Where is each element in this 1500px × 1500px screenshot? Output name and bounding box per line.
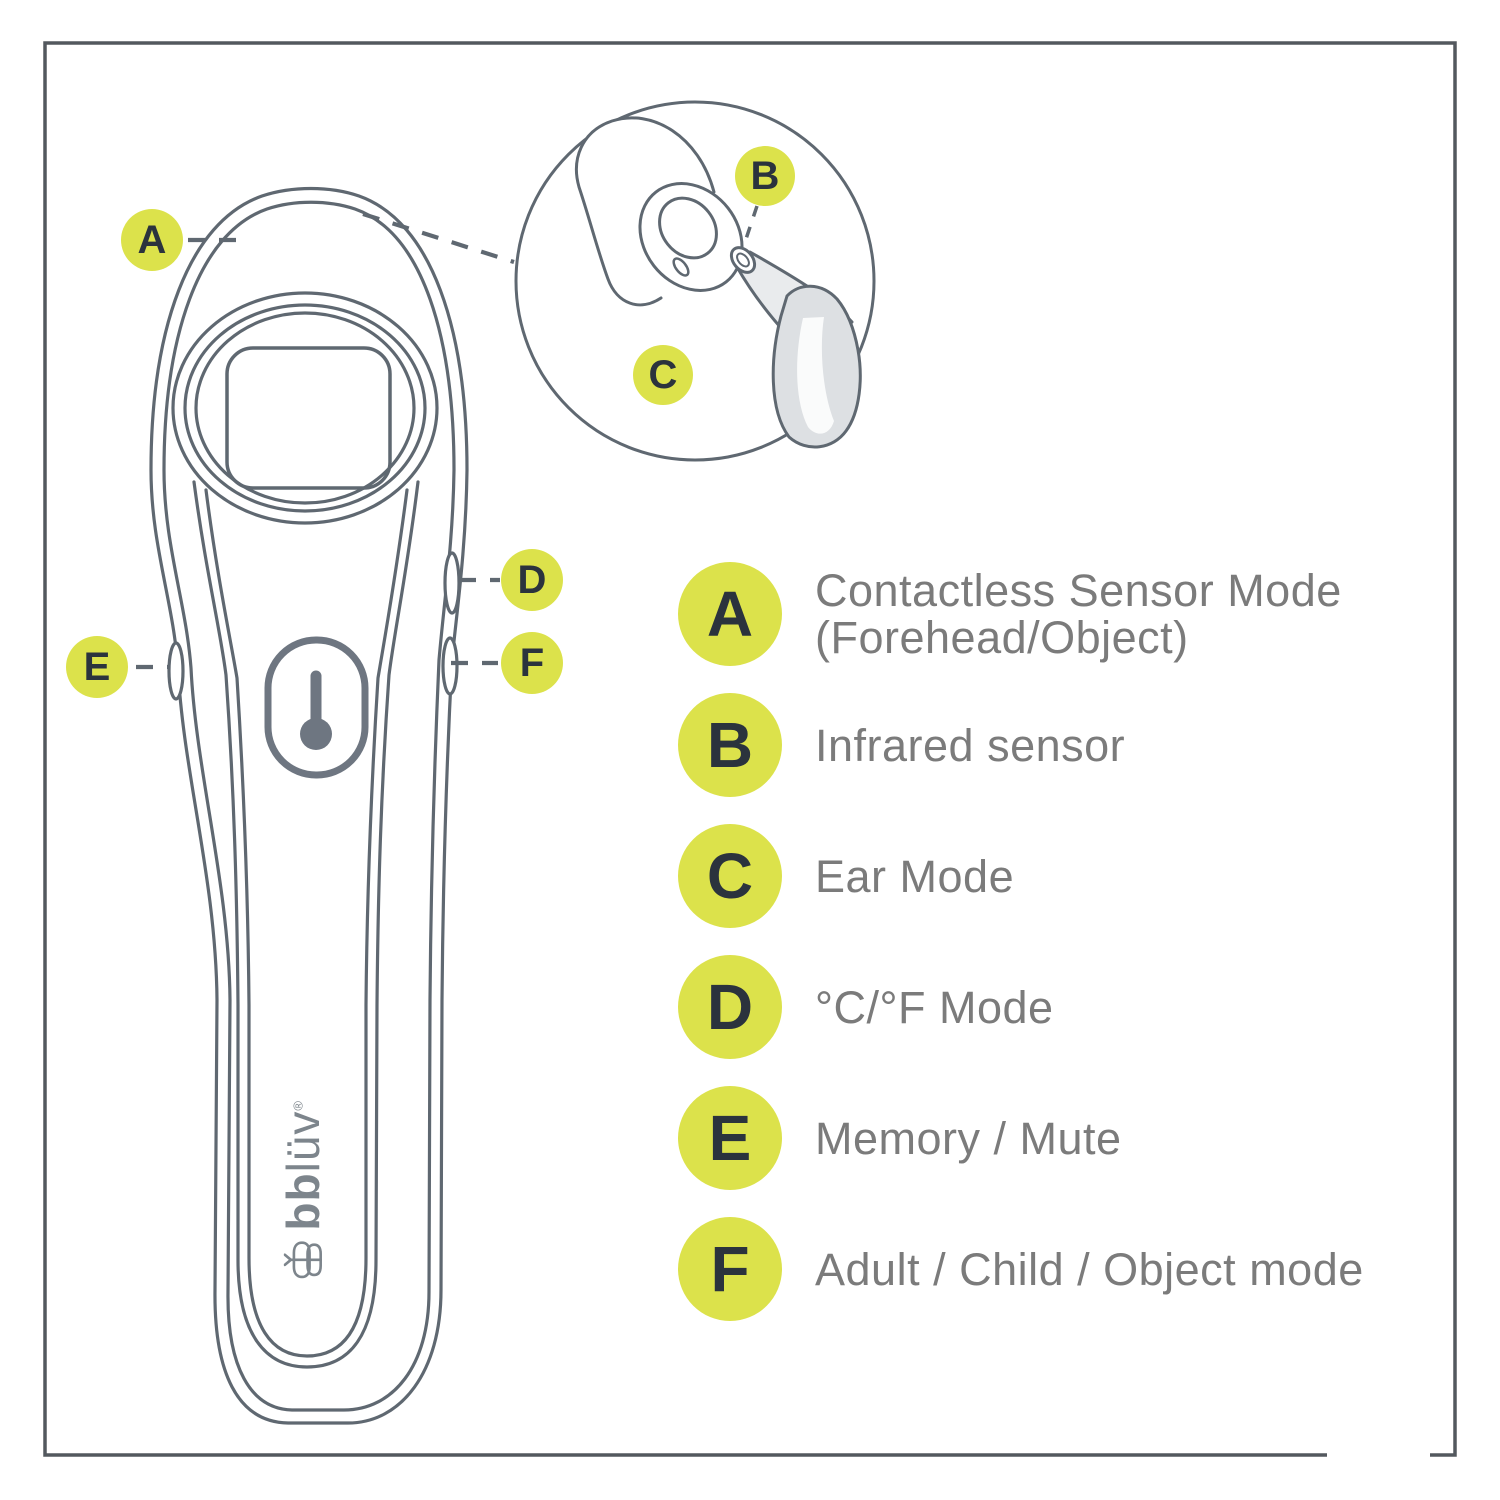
body-inner-outline	[162, 200, 456, 1412]
sensor-ring-3	[194, 311, 416, 505]
device-callout-f: F	[501, 632, 563, 694]
device-callout-a: A	[121, 209, 183, 271]
device-callout-d: D	[501, 549, 563, 611]
device-callout-e-letter: E	[83, 644, 111, 689]
leader-b	[743, 205, 759, 243]
ear-probe	[729, 246, 862, 449]
butterfly-icon	[283, 1240, 323, 1280]
sensor-ring-2	[183, 303, 427, 513]
device-callout-e: E	[66, 636, 128, 698]
leader-lines	[136, 205, 759, 670]
legend-label-f: Adult / Child / Object mode	[815, 1243, 1364, 1295]
legend-label-d: °C/°F Mode	[815, 981, 1054, 1033]
device-callout-d-letter: D	[517, 557, 547, 602]
brand-wordmark: bblüv®	[277, 1100, 329, 1280]
leader-head-to-inset	[362, 211, 515, 265]
device-callout-a-letter: A	[137, 217, 167, 262]
side-button-e	[167, 641, 185, 701]
device-callout-c-letter: C	[648, 352, 678, 397]
legend-item-d: D °C/°F Mode	[678, 952, 1054, 1062]
legend-badge-d: D	[678, 955, 782, 1059]
page-frame	[43, 41, 1457, 1457]
inset-detail	[514, 100, 876, 462]
thermometer-icon	[300, 670, 332, 750]
registered-mark: ®	[290, 1100, 306, 1111]
display-screen	[225, 346, 392, 490]
sensor-ring-1	[171, 291, 439, 525]
legend-item-b: B Infrared sensor	[678, 690, 1125, 800]
legend-item-f: F Adult / Child / Object mode	[678, 1214, 1364, 1324]
brand-name: bblüv®	[277, 1100, 329, 1231]
legend-badge-e: E	[678, 1086, 782, 1190]
protective-cap	[574, 116, 744, 307]
legend-badge-b: B	[678, 693, 782, 797]
legend-label-b: Infrared sensor	[815, 719, 1126, 771]
legend-item-a: A Contactless Sensor Mode (Forehead/Obje…	[678, 559, 1342, 669]
panel-outline-inner	[204, 488, 409, 1358]
legend-label-a: Contactless Sensor Mode (Forehead/Object…	[815, 565, 1342, 663]
device-callout-b: B	[735, 146, 795, 206]
legend-badge-a: A	[678, 562, 782, 666]
legend-label-e: Memory / Mute	[815, 1112, 1122, 1164]
panel-outline-outer	[192, 480, 420, 1369]
thermometer-body	[149, 186, 469, 1425]
scan-button	[264, 636, 369, 779]
device-callout-f-letter: F	[519, 640, 545, 685]
legend-label-c: Ear Mode	[815, 850, 1015, 902]
device-callout-c: C	[633, 345, 693, 405]
device-callout-b-letter: B	[750, 153, 780, 198]
legend-badge-f: F	[678, 1217, 782, 1321]
legend-item-e: E Memory / Mute	[678, 1083, 1122, 1193]
legend-item-c: C Ear Mode	[678, 821, 1014, 931]
legend-badge-c: C	[678, 824, 782, 928]
body-outer-outline	[149, 186, 469, 1425]
side-button-f	[441, 636, 459, 696]
side-button-d	[443, 551, 461, 615]
